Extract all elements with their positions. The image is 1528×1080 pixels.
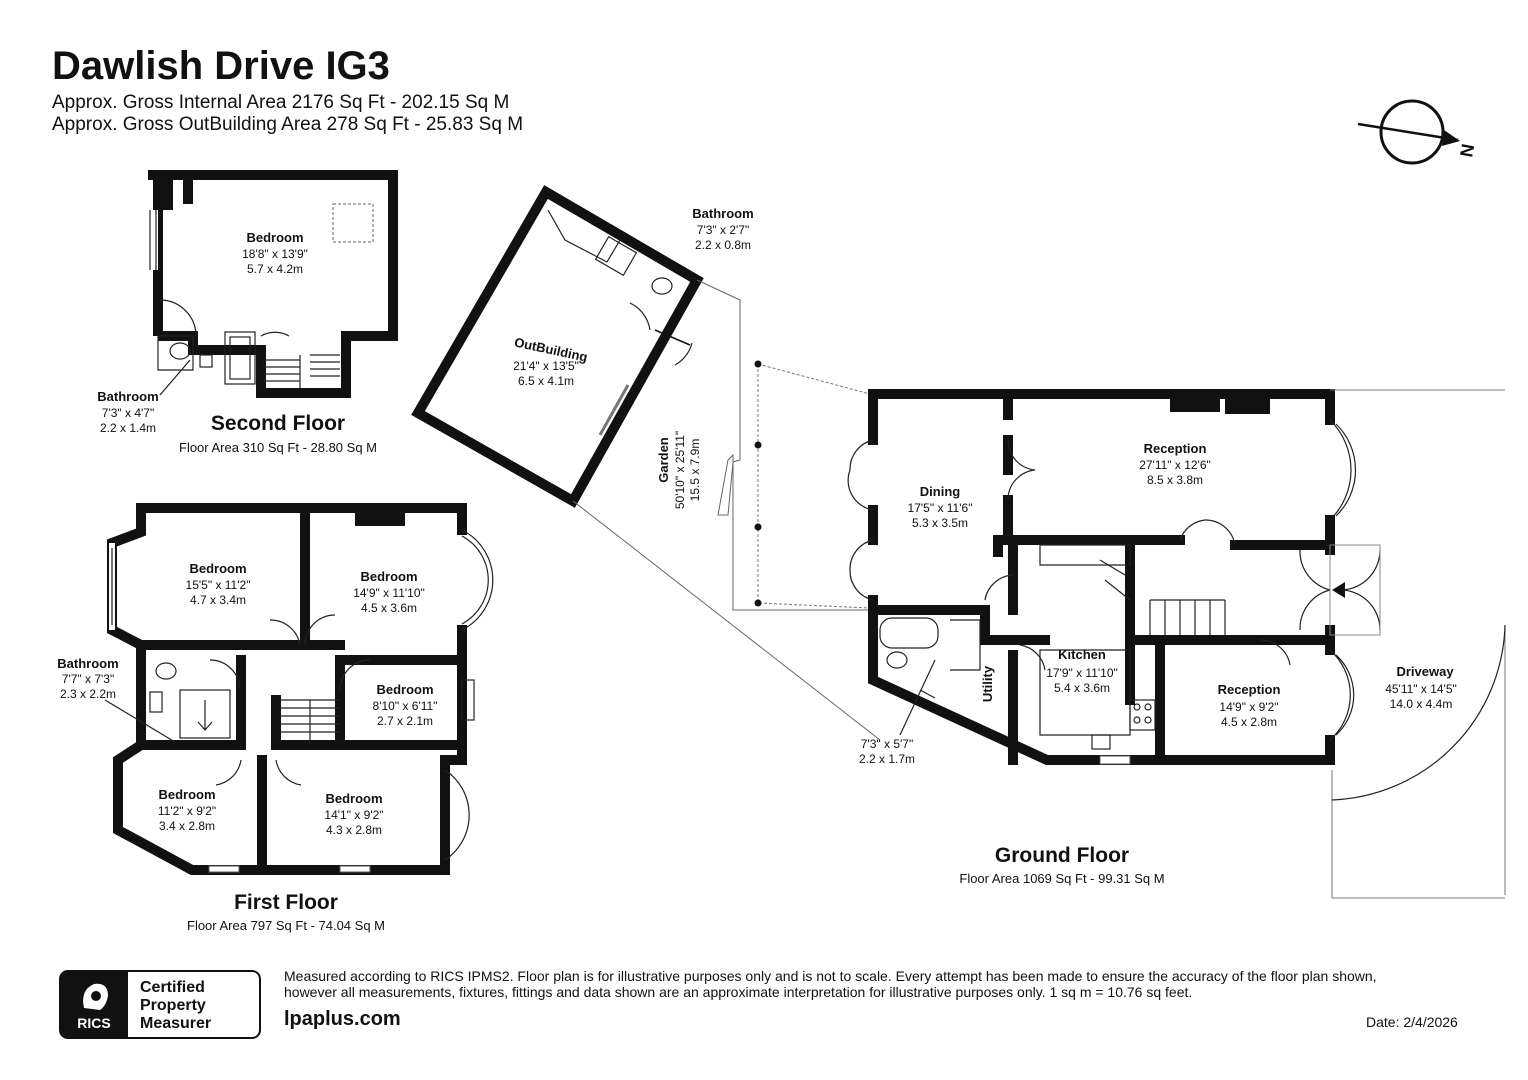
room-dims-metric: 4.7 x 3.4m xyxy=(190,593,246,607)
room-name: Bedroom xyxy=(325,791,382,806)
room-dims-metric: 2.3 x 2.2m xyxy=(60,687,116,701)
room-dims-metric: 3.4 x 2.8m xyxy=(159,819,215,833)
room-dims-imperial: 7'3" x 5'7" xyxy=(861,737,913,751)
badge-line-3: Measurer xyxy=(140,1015,211,1032)
room-dims-metric: 2.2 x 0.8m xyxy=(695,238,751,252)
room-dims-metric: 6.5 x 4.1m xyxy=(518,374,574,388)
room-dims-imperial: 14'9" x 11'10" xyxy=(353,586,425,600)
floor-name: Ground Floor xyxy=(995,844,1129,867)
garden-area: Garden 50'10" x 25'11" 15.5 x 7.9m xyxy=(572,279,881,741)
website-link[interactable]: lpaplus.com xyxy=(284,1008,401,1030)
compass-north-label: N xyxy=(1456,142,1478,158)
room-dims-imperial: 15'5" x 11'2" xyxy=(186,578,251,592)
room-dims-imperial: 27'11" x 12'6" xyxy=(1139,458,1211,472)
room-name: Bathroom xyxy=(97,389,158,404)
room-name: Bedroom xyxy=(376,682,433,697)
badge-org: RICS xyxy=(77,1015,110,1031)
room-dims-metric: 15.5 x 7.9m xyxy=(688,439,702,502)
room-dims-imperial: 7'7" x 7'3" xyxy=(62,672,114,686)
gross-outbuilding-area: Approx. Gross OutBuilding Area 278 Sq Ft… xyxy=(52,114,524,135)
room-dims-metric: 14.0 x 4.4m xyxy=(1390,697,1453,711)
room-name: Utility xyxy=(980,665,995,702)
room-dims-metric: 5.4 x 3.6m xyxy=(1054,681,1110,695)
room-dims-imperial: 21'4" x 13'5" xyxy=(513,359,579,373)
compass-icon: N xyxy=(1357,99,1478,165)
floor-area: Floor Area 310 Sq Ft - 28.80 Sq M xyxy=(179,440,377,455)
room-name: Bathroom xyxy=(692,206,753,221)
room-dims-imperial: 17'5" x 11'6" xyxy=(908,501,973,515)
room-name: Garden xyxy=(656,437,671,483)
room-name: Reception xyxy=(1218,682,1281,697)
floor-name: First Floor xyxy=(234,891,338,914)
disclaimer-line-2: however all measurements, fixtures, fitt… xyxy=(284,984,1193,1000)
ground-floor-plan: Dining 17'5" x 11'6" 5.3 x 3.5m Receptio… xyxy=(847,389,1506,899)
plan-date: Date: 2/4/2026 xyxy=(1366,1014,1458,1030)
floor-area: Floor Area 1069 Sq Ft - 99.31 Sq M xyxy=(959,871,1164,886)
room-dims-imperial: 14'1" x 9'2" xyxy=(324,808,383,822)
room-dims-metric: 2.7 x 2.1m xyxy=(377,714,433,728)
room-dims-metric: 4.5 x 2.8m xyxy=(1221,715,1277,729)
room-dims-imperial: 50'10" x 25'11" xyxy=(673,431,687,509)
rics-lion-icon xyxy=(83,983,108,1010)
room-dims-imperial: 7'3" x 2'7" xyxy=(697,223,749,237)
floor-name: Second Floor xyxy=(211,412,345,435)
second-floor-plan: Bedroom 18'8" x 13'9" 5.7 x 4.2m Bathroo… xyxy=(97,170,398,455)
room-name: Kitchen xyxy=(1058,647,1106,662)
room-name: Driveway xyxy=(1396,664,1454,679)
badge-line-1: Certified xyxy=(140,979,205,996)
room-dims-imperial: 7'3" x 4'7" xyxy=(102,406,154,420)
room-name: Dining xyxy=(920,484,960,499)
room-dims-imperial: 14'9" x 9'2" xyxy=(1219,700,1278,714)
floor-area: Floor Area 797 Sq Ft - 74.04 Sq M xyxy=(187,918,385,933)
room-name: Bedroom xyxy=(189,561,246,576)
room-dims-imperial: 18'8" x 13'9" xyxy=(242,247,308,261)
rics-certified-badge: RICS Certified Property Measurer xyxy=(59,970,261,1039)
room-dims-metric: 4.5 x 3.6m xyxy=(361,601,417,615)
first-floor-plan: Bedroom 15'5" x 11'2" 4.7 x 3.4m Bedroom… xyxy=(57,503,494,933)
room-dims-metric: 8.5 x 3.8m xyxy=(1147,473,1203,487)
disclaimer: Measured according to RICS IPMS2. Floor … xyxy=(284,968,1484,1000)
disclaimer-line-1: Measured according to RICS IPMS2. Floor … xyxy=(284,968,1377,984)
room-name: Bedroom xyxy=(246,230,303,245)
room-name: Bedroom xyxy=(360,569,417,584)
badge-line-2: Property xyxy=(140,997,206,1014)
room-dims-imperial: 17'9" x 11'10" xyxy=(1046,666,1118,680)
gross-internal-area: Approx. Gross Internal Area 2176 Sq Ft -… xyxy=(52,92,510,113)
outbuilding-plan: OutBuilding 21'4" x 13'5" 6.5 x 4.1m Bat… xyxy=(411,185,754,508)
room-dims-metric: 4.3 x 2.8m xyxy=(326,823,382,837)
room-dims-imperial: 45'11" x 14'5" xyxy=(1385,682,1457,696)
room-name: Bathroom xyxy=(57,656,118,671)
room-dims-metric: 2.2 x 1.7m xyxy=(859,752,915,766)
room-name: Reception xyxy=(1144,441,1207,456)
room-dims-metric: 2.2 x 1.4m xyxy=(100,421,156,435)
room-dims-imperial: 11'2" x 9'2" xyxy=(158,804,216,818)
room-dims-metric: 5.3 x 3.5m xyxy=(912,516,968,530)
plan-title: Dawlish Drive IG3 xyxy=(52,44,390,88)
room-dims-metric: 5.7 x 4.2m xyxy=(247,262,303,276)
room-name: Bedroom xyxy=(158,787,215,802)
room-dims-imperial: 8'10" x 6'11" xyxy=(373,699,438,713)
